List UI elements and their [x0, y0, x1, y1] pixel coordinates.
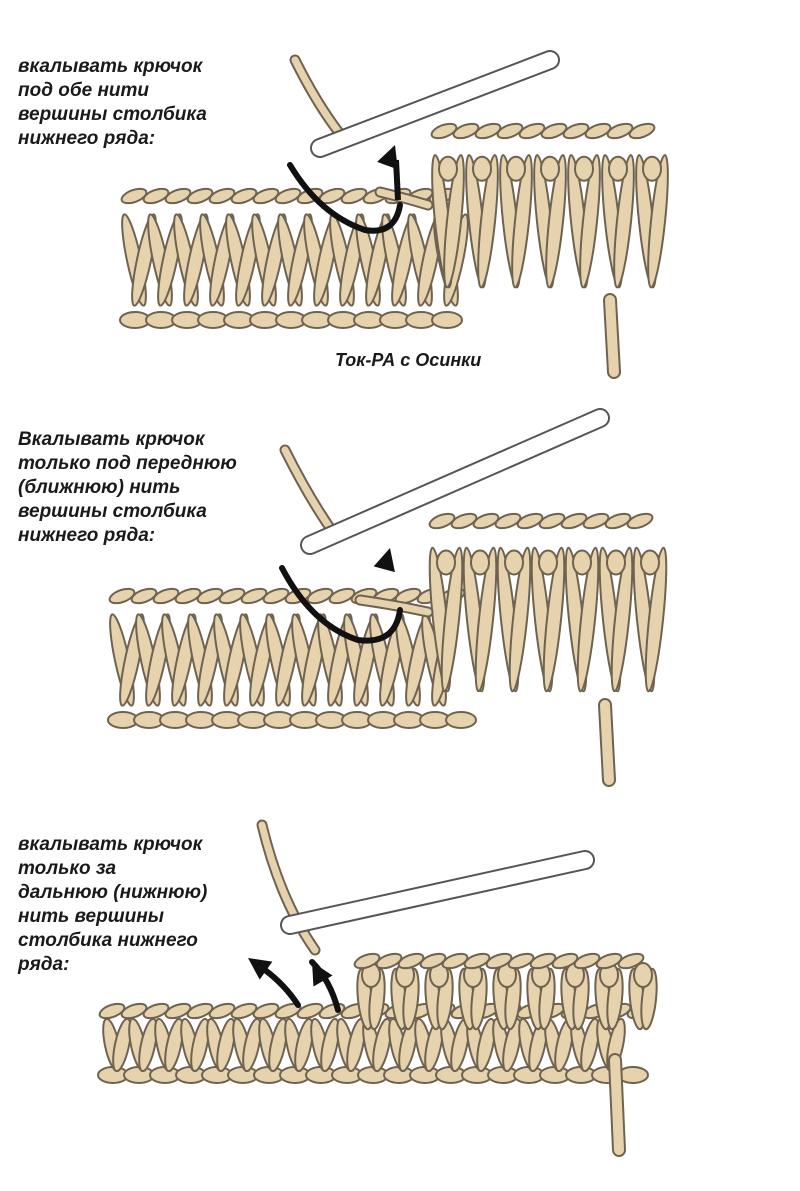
hook-icon — [290, 860, 585, 925]
arrow-icon — [248, 958, 338, 1010]
yarn-loop — [634, 963, 652, 987]
stitch-column-group — [262, 825, 659, 1150]
